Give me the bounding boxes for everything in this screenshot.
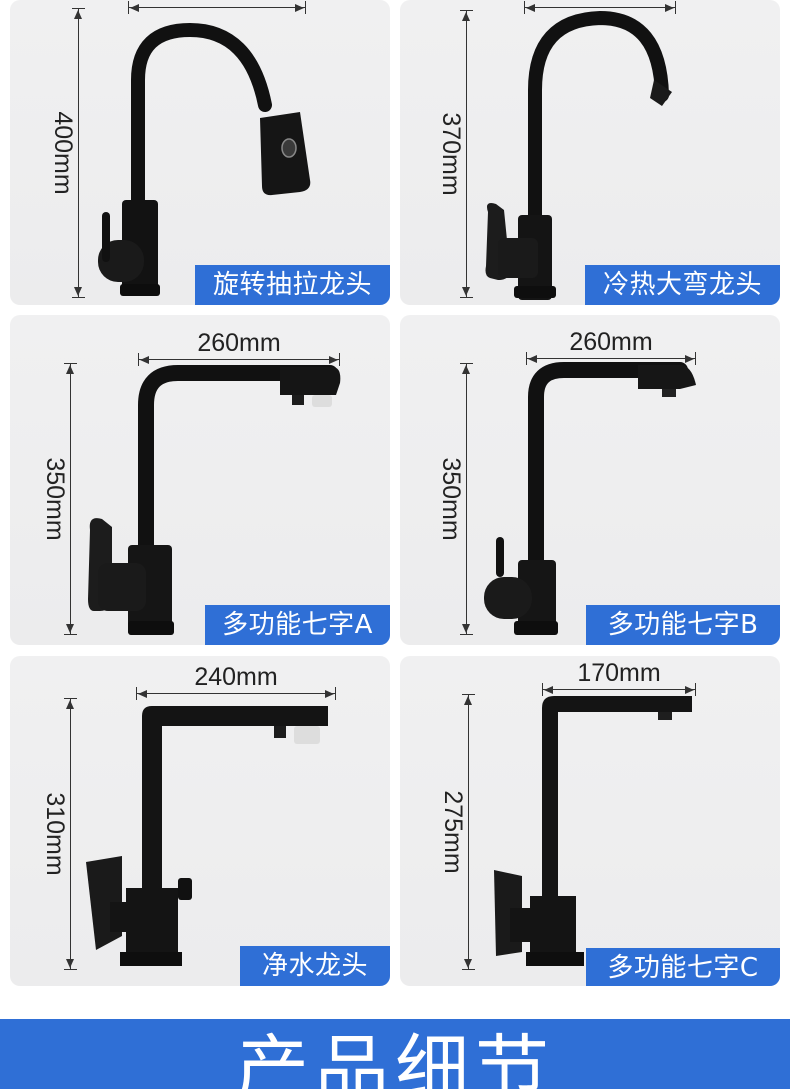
product-card-arc: 370mm 冷热大弯龙头 <box>400 0 780 305</box>
width-label: 170mm <box>577 659 661 687</box>
product-name-badge: 多功能七字C <box>586 948 780 986</box>
product-name-badge: 多功能七字A <box>205 605 390 645</box>
product-card-purified: 240mm 310mm 净水龙头 <box>10 656 390 986</box>
width-dimension <box>128 0 306 14</box>
product-card-pullout: 400mm 旋转抽拉龙头 <box>10 0 390 305</box>
product-name-badge: 多功能七字B <box>586 605 780 645</box>
seven-a-faucet-image <box>88 365 341 635</box>
width-dimension: 170mm <box>542 659 696 696</box>
seven-c-faucet-image <box>494 696 692 966</box>
seven-b-faucet-image <box>484 362 696 635</box>
product-name-badge: 旋转抽拉龙头 <box>195 265 390 305</box>
width-label: 260mm <box>569 328 653 356</box>
arc-faucet-image <box>485 10 672 300</box>
product-name-badge: 净水龙头 <box>240 946 390 986</box>
product-name-badge: 冷热大弯龙头 <box>585 265 780 305</box>
product-card-7b: 260mm 350mm 多功能七字B <box>400 315 780 645</box>
width-label: 240mm <box>194 663 278 691</box>
width-dimension: 240mm <box>136 663 336 700</box>
width-dimension <box>524 0 676 14</box>
section-title: 产品细节 <box>235 1027 555 1089</box>
pullout-faucet-image <box>98 22 311 296</box>
purified-faucet-image <box>86 706 328 966</box>
width-dimension: 260mm <box>138 329 340 366</box>
width-label: 260mm <box>197 329 281 357</box>
width-dimension: 260mm <box>526 328 696 365</box>
product-card-7c: 170mm 275mm 多功能七字C <box>400 656 780 986</box>
section-banner: 产品细节 <box>0 1019 790 1089</box>
product-card-7a: 260mm 350mm 多功能七字A <box>10 315 390 645</box>
